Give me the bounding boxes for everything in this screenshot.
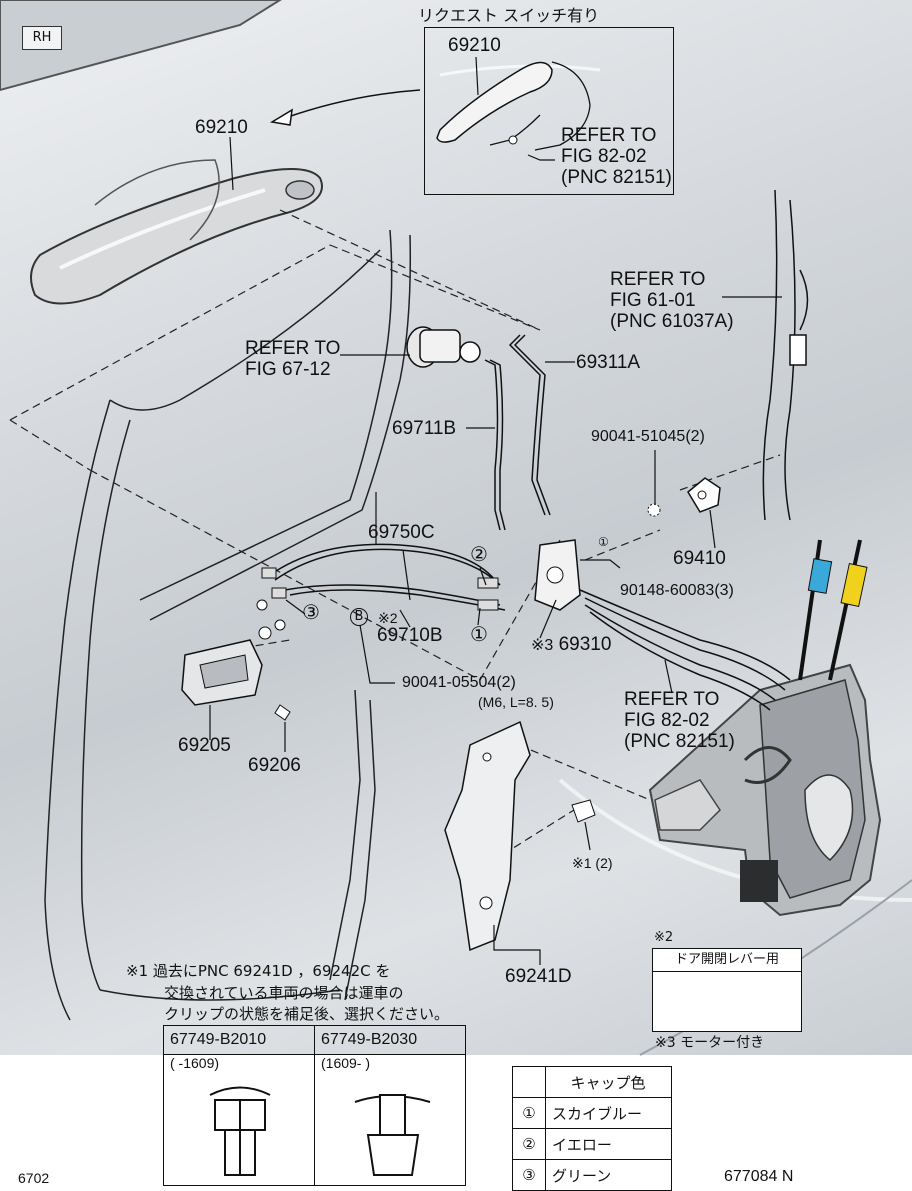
part-69210: 69210: [195, 117, 248, 138]
request-switch-handle: [436, 61, 591, 151]
marker-circle-3: ③: [302, 600, 320, 624]
cap-color-table: キャップ色 ① スカイブルー ② イエロー ③ グリーン: [512, 1066, 672, 1191]
refer-line: FIG 67-12: [245, 359, 331, 380]
request-switch-box: [424, 27, 674, 195]
clip-part-table: 67749-B2010 67749-B2030 ( -1609) (1609- …: [163, 1025, 466, 1186]
door-lock-assembly-small: [534, 539, 581, 611]
clip-header-b2030: 67749-B2030: [314, 1025, 466, 1055]
clip-header-b2010: 67749-B2010: [163, 1025, 315, 1055]
center-pillar: [762, 189, 809, 521]
cap-row-num: ③: [512, 1159, 546, 1191]
clip-range-b2010: ( -1609): [163, 1054, 315, 1186]
clip-note1-qty: ※1 (2): [572, 855, 613, 871]
clip-90148-60083: 90148-60083(3): [620, 582, 734, 599]
refer-line: REFER TO: [245, 338, 341, 359]
note1-line3: クリップの状態を補足後、選択ください。: [164, 1005, 450, 1023]
bolt-90041-05504-spec: (M6, L=8. 5): [478, 694, 554, 710]
door-lock-striker: [647, 477, 721, 517]
door-inner-panel: [44, 229, 412, 1021]
request-switch-title: リクエスト スイッチ有り: [418, 6, 600, 25]
refer-line: REFER TO: [610, 269, 706, 290]
door-lock-cover: [444, 720, 596, 952]
refer-line: FIG 61-01: [610, 290, 696, 311]
part-69311A: 69311A: [576, 352, 641, 373]
leader-lines: [209, 56, 782, 965]
note3: ※3 モーター付き: [655, 1035, 765, 1051]
cap-row-color: イエロー: [545, 1128, 672, 1160]
cap-table-corner: [512, 1066, 546, 1098]
cap-row-color: スカイブルー: [545, 1097, 672, 1129]
part-69310: ※3 69310: [531, 634, 611, 655]
refer-fig-67-12: REFER TO FIG 67-12: [245, 338, 340, 380]
bolt-90041-51045: 90041-51045(2): [591, 428, 705, 445]
refer-line: FIG 82-02: [561, 146, 647, 167]
refer-line: (PNC 61037A): [610, 311, 734, 332]
marker-circle-2: ②: [470, 542, 488, 566]
part-69410: 69410: [673, 548, 726, 569]
part-69241D: 69241D: [505, 966, 572, 987]
cap-row-num: ①: [512, 1097, 546, 1129]
inside-door-handle: [181, 639, 291, 721]
marker-c-lock: ①: [598, 535, 609, 549]
clip-range-b2030: (1609- ): [314, 1054, 466, 1186]
note2-title: ドア開閉レバー用: [653, 949, 801, 972]
rh-badge: RH: [22, 26, 62, 50]
marker-b: B: [350, 608, 368, 626]
body-highlight-2: [558, 778, 912, 902]
outside-door-handle: [30, 159, 323, 305]
note2-box: ドア開閉レバー用: [652, 948, 802, 1032]
part-69711B: 69711B: [392, 418, 457, 439]
note1-line2: 交換されている車両の場合は運車の: [164, 984, 404, 1002]
refer-line: FIG 82-02: [624, 710, 710, 731]
note1-line1: ※1 過去にPNC 69241D ，69242C を: [126, 962, 391, 980]
refer-fig-61-01: REFER TO FIG 61-01 (PNC 61037A): [610, 269, 734, 332]
part-69750C: 69750C: [368, 522, 435, 543]
footer-figure-code: 677084 N: [724, 1168, 794, 1185]
part-69310-number: 69310: [558, 634, 612, 655]
cap-row-color: グリーン: [545, 1159, 672, 1191]
body-highlight: [439, 64, 601, 77]
refer-line: REFER TO: [624, 689, 720, 710]
cap-row-num: ②: [512, 1128, 546, 1160]
arrow-head: [269, 108, 293, 126]
footer-page-code: 6702: [18, 1170, 50, 1186]
lock-cylinder: [406, 326, 481, 368]
arrow-line: [284, 89, 421, 119]
window-glass: [0, 0, 282, 92]
refer-fig-82-02-top: REFER TO FIG 82-02 (PNC 82151): [561, 125, 672, 188]
part-69206: 69206: [248, 755, 301, 776]
part-69210-box: 69210: [448, 35, 501, 56]
refer-line: (PNC 82151): [624, 731, 735, 752]
refer-line: (PNC 82151): [561, 167, 672, 188]
refer-fig-82-02-bottom: REFER TO FIG 82-02 (PNC 82151): [624, 689, 735, 752]
marker-circle-1: ①: [470, 622, 488, 646]
note3-mark-69310: ※3: [531, 637, 554, 654]
bolt-90041-05504: 90041-05504(2): [402, 674, 516, 691]
lock-remote-cables: [579, 589, 791, 711]
link-rods: [484, 334, 551, 531]
cable-ends: [256, 567, 499, 640]
note2-mark: ※2: [654, 930, 674, 945]
door-lock-motor-assembly: [648, 539, 882, 917]
part-69205: 69205: [178, 735, 231, 756]
cap-table-title: キャップ色: [545, 1066, 672, 1098]
note2-mark-69710B: ※2: [378, 610, 398, 626]
refer-line: REFER TO: [561, 125, 657, 146]
part-69710B: 69710B: [377, 625, 443, 646]
